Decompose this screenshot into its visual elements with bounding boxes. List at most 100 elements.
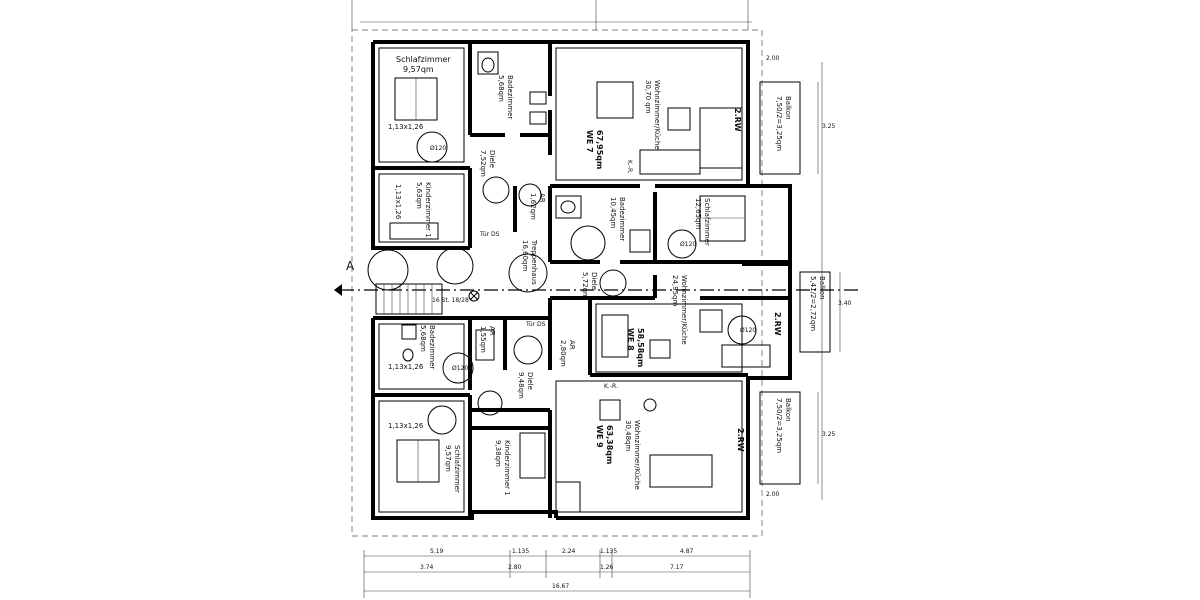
svg-text:1.135: 1.135 [600,548,617,555]
svg-text:1,13x1,26: 1,13x1,26 [394,184,402,220]
svg-text:Diele: Diele [590,272,598,290]
room-outline [378,173,465,243]
svg-text:AR: AR [568,340,576,350]
svg-text:3.25: 3.25 [822,431,836,438]
svg-text:5,63qm: 5,63qm [415,182,423,209]
svg-text:Badezimmer: Badezimmer [618,197,626,241]
room-label-diele-low: Diele 9,48qm [517,372,534,399]
svg-text:Badezimmer: Badezimmer [428,325,436,369]
circle-tag: Ø120 [740,327,756,334]
room-label-bad-mid: Badezimmer 10,45qm [609,197,626,241]
circle-tag: Ø120 [452,365,468,372]
room-label-wohn-7: Wohnzimmer/Küche 30,70 qm [644,80,661,150]
svg-text:WE 8: WE 8 [626,328,635,351]
room-outline [555,380,743,513]
svg-text:1.26: 1.26 [600,564,614,571]
room-label-diele-top: Diele 7,52qm [479,150,496,177]
unit-label-we8: WE 8 58,58qm [626,328,645,367]
svg-text:30,48qm: 30,48qm [624,420,632,451]
svg-text:16,60qm: 16,60qm [521,240,529,271]
stair-tag: 16 St. 18/28 [432,297,469,304]
svg-text:Schlafzimmer: Schlafzimmer [453,445,461,493]
section-arrow [334,284,342,296]
svg-text:4.87: 4.87 [680,548,694,555]
stair [375,283,480,315]
svg-text:2.24: 2.24 [562,548,576,555]
svg-text:5,72qm: 5,72qm [581,272,589,299]
svg-text:1.135: 1.135 [512,548,529,555]
door-tag: Tür DS [479,231,500,238]
svg-text:3.74: 3.74 [420,564,434,571]
svg-text:Wohnzimmer/Küche: Wohnzimmer/Küche [680,275,688,345]
svg-text:Schlafzimmer: Schlafzimmer [703,198,711,246]
window-tag: 1,13x1,26 [388,363,424,371]
svg-text:9,57qm: 9,57qm [444,445,452,472]
bed [389,77,746,483]
room-label-bad-top: Badezimmer 5,68qm [497,75,514,119]
exterior-wall-top [373,40,792,266]
room-outline [595,303,743,373]
svg-text:Wohnzimmer/Küche: Wohnzimmer/Küche [633,420,641,490]
room-outline [378,47,465,163]
room-label-wohn-8: Wohnzimmer/Küche 24,95qm [671,275,688,345]
room-label-wohn-9: Wohnzimmer/Küche 30,48qm [624,420,641,490]
svg-text:7,50/2=3,25qm: 7,50/2=3,25qm [775,398,783,453]
window-tag: 1,13x1,26 [394,184,402,220]
svg-text:Treppenhaus: Treppenhaus [530,239,538,285]
svg-text:Badezimmer: Badezimmer [506,75,514,119]
svg-text:2.00: 2.00 [766,491,780,498]
chimney-tag: 2.RW [773,312,782,336]
svg-text:10,45qm: 10,45qm [609,197,617,228]
svg-text:5,68qm: 5,68qm [419,325,427,352]
svg-text:3.40: 3.40 [838,300,852,307]
svg-text:1,62qm: 1,62qm [529,193,537,220]
svg-text:Balkon: Balkon [784,398,792,422]
balcony-label-low: Balkon 7,50/2=3,25qm [775,398,792,453]
circle-tag: Ø120 [680,241,696,248]
bottom-dimensions: 5.19 1.135 2.24 1.135 4.87 3.74 2.80 1.2… [363,548,751,598]
svg-text:16.67: 16.67 [552,583,569,590]
svg-text:7,50/2=3,25qm: 7,50/2=3,25qm [775,96,783,151]
room-label-schlaf-mid: Schlafzimmer 12,65qm [694,198,711,246]
room-label-treppe: Treppenhaus 16,60qm [521,239,538,285]
room-outline [555,47,743,181]
svg-text:Wohnzimmer/Küche: Wohnzimmer/Küche [653,80,661,150]
chimney-tag: 2.RW [733,108,742,132]
furniture [555,81,771,513]
turning-circles [367,131,757,435]
room-label-schlaf-low: Schlafzimmer 9,57qm [444,445,461,493]
svg-text:WE 9: WE 9 [595,425,604,448]
svg-text:2,80qm: 2,80qm [559,340,567,367]
balconies [759,81,841,485]
svg-text:5,68qm: 5,68qm [497,75,505,102]
svg-text:5,41/2=2,72qm: 5,41/2=2,72qm [809,276,817,331]
room-outline [378,400,465,513]
balcony-label-top: Balkon 7,50/2=3,25qm [775,96,792,151]
window-tag: 1,13x1,26 [388,123,424,131]
svg-text:9,48qm: 9,48qm [517,372,525,399]
door-tag: Tür DS [525,321,546,328]
svg-text:Schlafzimmer: Schlafzimmer [396,55,451,64]
svg-text:67,95qm: 67,95qm [595,130,604,169]
svg-text:58,58qm: 58,58qm [636,328,645,367]
kitchen-tag: K.-R. [604,383,618,390]
chimney-tag: 2.RW [736,428,745,452]
svg-text:24,95qm: 24,95qm [671,275,679,306]
svg-text:12,65qm: 12,65qm [694,198,702,229]
room-outline [378,323,465,390]
window-tag: 1,13x1,26 [388,422,424,430]
svg-text:9,38qm: 9,38qm [494,440,502,467]
room-label-ar-mid: AR 2,80qm [559,340,576,367]
svg-text:AR: AR [488,326,496,336]
svg-text:1,55qm: 1,55qm [479,326,487,353]
svg-text:WE 7: WE 7 [585,130,594,153]
circle-tag: Ø120 [430,145,446,152]
svg-text:Kinderzimmer 1: Kinderzimmer 1 [503,440,511,496]
svg-text:2.00: 2.00 [766,55,780,62]
svg-text:Diele: Diele [488,150,496,168]
bath-fixtures [401,51,651,362]
svg-text:63,38qm: 63,38qm [605,425,614,464]
kitchen-tag: K.-R. [626,160,633,174]
room-label-ar-top: AR 1,62qm [529,193,546,220]
svg-text:2.RW: 2.RW [773,312,782,336]
